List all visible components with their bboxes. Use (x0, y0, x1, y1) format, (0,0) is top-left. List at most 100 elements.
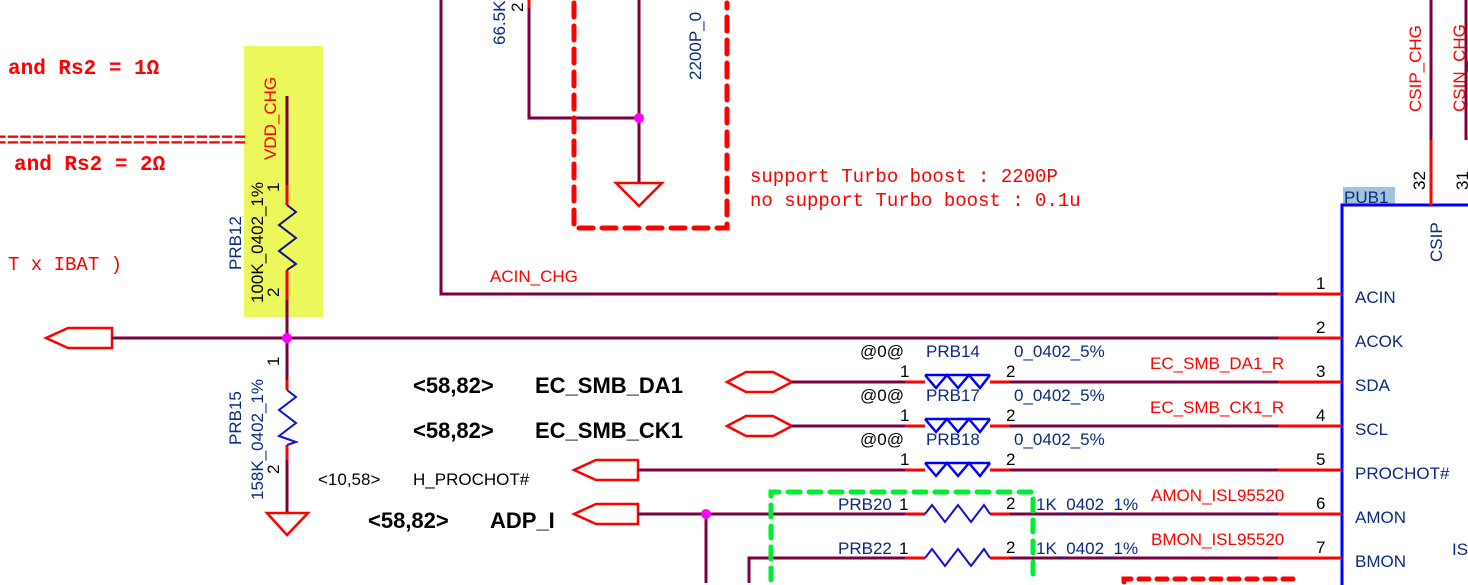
pin-num: 3 (1316, 362, 1325, 381)
prb18-opt: @0@ (860, 430, 904, 449)
pin-name-prochot: PROCHOT# (1355, 464, 1450, 483)
pin-name-sda: SDA (1355, 376, 1391, 395)
prb20-pin2: 2 (1006, 494, 1015, 513)
junction-dot (634, 113, 644, 123)
offpage-connector-acok[interactable] (42, 326, 114, 350)
da1-ref: <58,82> (413, 373, 494, 398)
pin-num: 2 (1316, 318, 1325, 337)
offpage-connector-ck1[interactable] (724, 414, 795, 438)
adp-net: ADP_I (490, 508, 555, 533)
pin-32-name: CSIP (1427, 222, 1446, 262)
resistor-prb12 (277, 204, 298, 271)
pin-32-num: 32 (1410, 171, 1429, 190)
ground-icon (264, 511, 311, 537)
prb14-ref: PRB14 (926, 342, 980, 361)
net-ec-smb-ck1-r: EC_SMB_CK1_R (1150, 398, 1284, 417)
prb18-ref: PRB18 (926, 430, 980, 449)
prb12-pin1: 1 (264, 183, 283, 192)
offpage-connector-da1[interactable] (724, 370, 795, 394)
prb18-pin2: 2 (1006, 450, 1015, 469)
resistor-prb18 (924, 461, 991, 478)
pin-name-acok: ACOK (1355, 332, 1404, 351)
note-separator: ==================== (0, 131, 246, 154)
ground-icon (612, 181, 666, 208)
prb17-pin2: 2 (1006, 406, 1015, 425)
wire-acin (439, 0, 1278, 296)
net-csin-chg: CSIN_CHG (1450, 24, 1468, 112)
note-turbo-no-support: no support Turbo boost : 0.1u (750, 190, 1081, 212)
prochot-ref: <10,58> (318, 470, 380, 489)
net-vdd-chg: VDD_CHG (261, 77, 280, 160)
prb15-pin2: 2 (264, 465, 283, 474)
prb17-pin1: 1 (900, 406, 909, 425)
prb17-value: 0_0402_5% (1014, 386, 1105, 405)
pin-num: 7 (1316, 538, 1325, 557)
prb12-ref: PRB12 (226, 216, 245, 270)
resistor-prb14 (924, 373, 991, 390)
pin-name-acin: ACIN (1355, 288, 1396, 307)
prb15-ref: PRB15 (226, 391, 245, 445)
pin-stubs (1278, 292, 1342, 560)
ic-ref-highlight (1343, 187, 1395, 205)
da1-net: EC_SMB_DA1 (535, 373, 683, 398)
ic-body (1340, 203, 1468, 585)
offpage-connector-prochot[interactable] (570, 458, 640, 482)
resistor-prb15 (276, 389, 300, 446)
r-top-value: 66.5K (490, 0, 509, 45)
prb20-ref: PRB20 (838, 495, 892, 514)
resistor-prb20 (924, 503, 991, 524)
prb22-ref: PRB22 (838, 539, 892, 558)
prb22-value: 1K_0402_1% (1036, 539, 1138, 558)
note-turbo-support: support Turbo boost : 2200P (750, 166, 1058, 188)
prb15-pin1: 1 (264, 357, 283, 366)
pin-num: 6 (1316, 494, 1325, 513)
prochot-net: H_PROCHOT# (413, 470, 530, 489)
offpage-connector-adp-i[interactable] (570, 502, 640, 526)
prb20-pin1: 1 (899, 495, 908, 514)
prb17-ref: PRB17 (926, 386, 980, 405)
pin-name-amon: AMON (1355, 508, 1406, 527)
junction-dot (282, 333, 292, 343)
net-amon: AMON_ISL95520 (1151, 486, 1284, 505)
pin-31-num: 31 (1453, 171, 1468, 190)
pin-num: 4 (1316, 406, 1325, 425)
c-top-value: 2200P_0 (686, 12, 705, 80)
ck1-ref: <58,82> (413, 418, 494, 443)
prb17-opt: @0@ (860, 386, 904, 405)
dashed-box-red-bottom (1121, 576, 1301, 585)
prb12-value: 100K_0402_1% (248, 182, 267, 303)
prb14-opt: @0@ (860, 342, 904, 361)
adp-ref: <58,82> (368, 508, 449, 533)
pin-name-bmon: BMON (1355, 552, 1406, 571)
prb20-value: 1K_0402_1% (1036, 495, 1138, 514)
net-csip-chg: CSIP_CHG (1406, 25, 1425, 112)
net-ec-smb-da1-r: EC_SMB_DA1_R (1150, 354, 1284, 373)
prb22-pin1: 1 (899, 539, 908, 558)
pin-num: 5 (1316, 450, 1325, 469)
prb15-value: 158K_0402_1% (248, 379, 267, 500)
prb22-pin2: 2 (1006, 538, 1015, 557)
net-acin-chg: ACIN_CHG (490, 267, 578, 286)
highlight-box (244, 46, 323, 317)
wire-bmon (747, 556, 1278, 583)
prb18-value: 0_0402_5% (1014, 430, 1105, 449)
net-bmon: BMON_ISL95520 (1151, 530, 1284, 549)
pin-num: 1 (1316, 274, 1325, 293)
ic-part-name: IS (1452, 540, 1468, 559)
dashed-box-turbo (571, 0, 730, 231)
note-rs2-2: and Rs2 = 2Ω (14, 154, 166, 177)
note-rs2-1: and Rs2 = 1Ω (8, 58, 160, 81)
prb12-pin2: 2 (264, 288, 283, 297)
prb14-pin2: 2 (1006, 362, 1015, 381)
note-formula: T x IBAT ) (8, 254, 122, 276)
r-top-pin: 2 (508, 3, 527, 12)
dashed-box-green (768, 489, 1036, 583)
resistor-prb17 (924, 417, 991, 434)
resistor-prb22 (924, 547, 991, 568)
ck1-net: EC_SMB_CK1 (535, 418, 683, 443)
junction-dot (701, 509, 711, 519)
pin-name-scl: SCL (1355, 420, 1388, 439)
wire-top-rc (527, 0, 641, 183)
ic-pins: 1 2 3 4 5 6 7 ACIN ACOK SDA SCL PROCHOT#… (1278, 274, 1450, 571)
